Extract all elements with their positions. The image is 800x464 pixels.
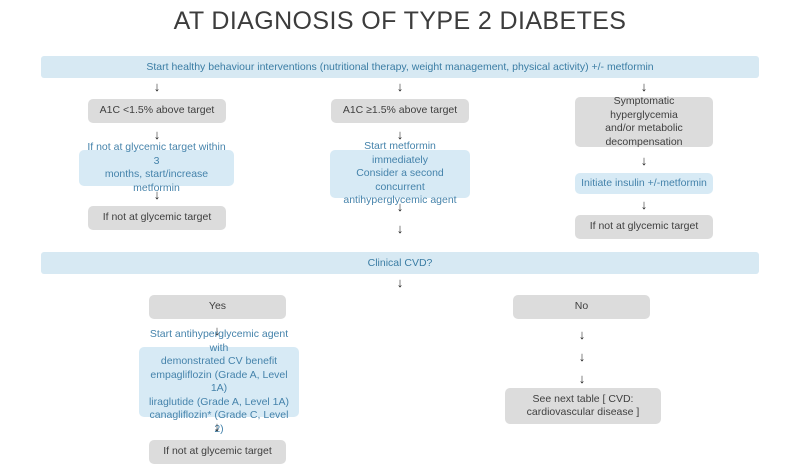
down-arrow-icon: ↓ (153, 127, 161, 142)
node-start-metformin-immediately: Start metformin immediately Consider a s… (330, 140, 470, 206)
down-arrow-icon: ↓ (396, 221, 404, 236)
down-arrow-icon: ↓ (396, 275, 404, 290)
down-arrow-icon: ↓ (640, 79, 648, 94)
flowchart: AT DIAGNOSIS OF TYPE 2 DIABETES Start he… (41, 7, 759, 464)
healthy-behaviour-banner: Start healthy behaviour interventions (n… (41, 56, 759, 78)
node-initiate-insulin: Initiate insulin +/-metformin (575, 173, 713, 194)
node-cv-benefit-agents: Start antihyperglycemic agent with demon… (139, 328, 299, 435)
node-col3-not-at-target: If not at glycemic target (575, 215, 713, 239)
clinical-cvd-banner: Clinical CVD? (41, 252, 759, 274)
down-arrow-icon: ↓ (640, 197, 648, 212)
node-symptomatic-hyperglycemia: Symptomatic hyperglycemia and/or metabol… (575, 95, 713, 148)
node-a1c-above-target: A1C ≥1.5% above target (331, 99, 469, 123)
down-arrow-icon: ↓ (396, 199, 404, 214)
down-arrow-icon: ↓ (578, 327, 586, 342)
down-arrow-icon: ↓ (396, 127, 404, 142)
down-arrow-icon: ↓ (213, 419, 221, 434)
node-cvd-yes: Yes (149, 295, 286, 319)
node-cvd-no: No (513, 295, 650, 319)
down-arrow-icon: ↓ (153, 79, 161, 94)
down-arrow-icon: ↓ (213, 323, 221, 338)
node-start-increase-metformin: If not at glycemic target within 3 month… (79, 141, 234, 194)
node-a1c-below-target: A1C <1.5% above target (88, 99, 226, 123)
down-arrow-icon: ↓ (396, 79, 404, 94)
page-title: AT DIAGNOSIS OF TYPE 2 DIABETES (173, 7, 627, 35)
down-arrow-icon: ↓ (640, 153, 648, 168)
node-col1-not-at-target: If not at glycemic target (88, 206, 226, 230)
node-see-next-table: See next table [ CVD: cardiovascular dis… (505, 388, 661, 424)
node-yes-not-at-target: If not at glycemic target (149, 440, 286, 464)
down-arrow-icon: ↓ (578, 349, 586, 364)
down-arrow-icon: ↓ (153, 187, 161, 202)
down-arrow-icon: ↓ (578, 371, 586, 386)
